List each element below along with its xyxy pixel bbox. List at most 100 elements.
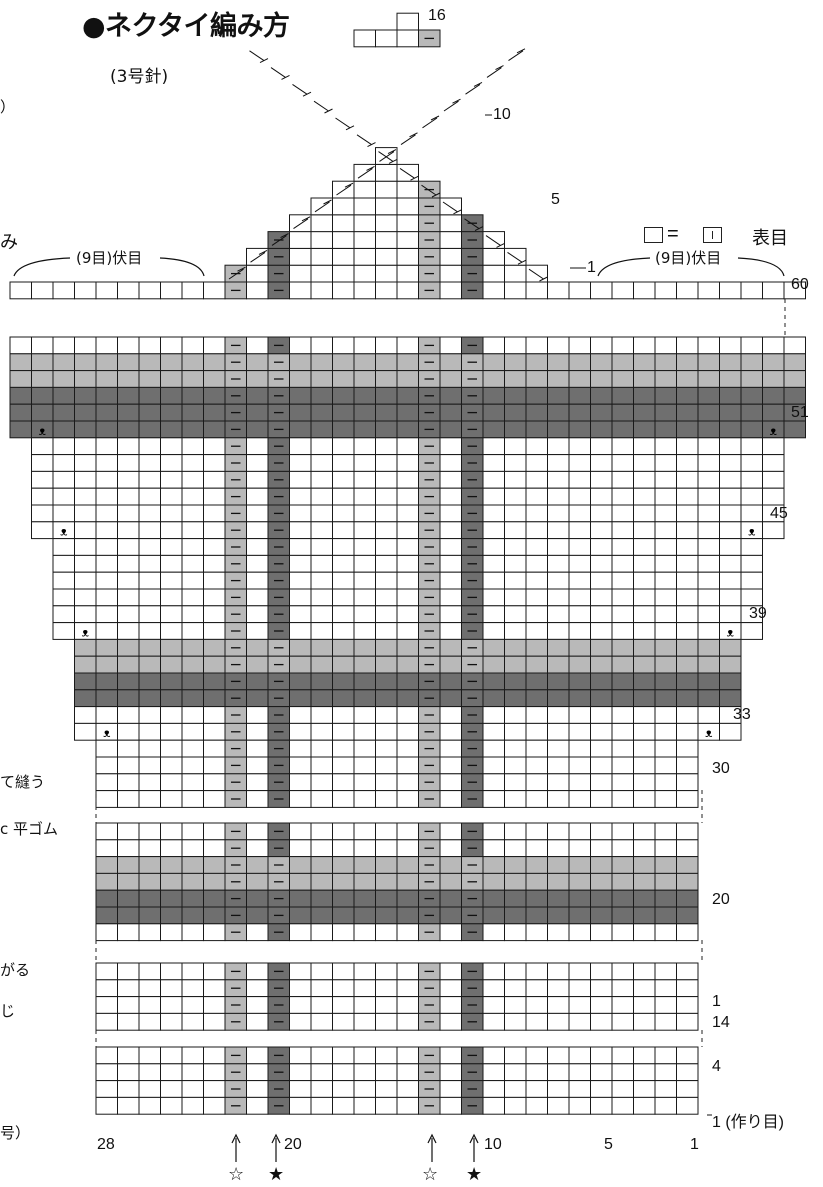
stitch-cell: [633, 1096, 656, 1115]
stitch-cell: [289, 856, 312, 874]
stitch-cell: [568, 706, 591, 724]
stitch-cell: [375, 231, 398, 249]
stitch-cell: [117, 1096, 140, 1115]
stitch-cell: [654, 689, 677, 708]
stitch-cell: [719, 588, 742, 607]
stitch-cell: [504, 264, 527, 283]
row-number-33: 33: [733, 706, 751, 723]
stitch-cell: [138, 454, 161, 472]
stitch-cell: [310, 889, 333, 908]
stitch-cell: [95, 403, 118, 422]
stitch-cell: [138, 470, 161, 489]
decrease-mark: [379, 149, 397, 162]
stitch-cell: [676, 504, 699, 523]
stitch-cell: [439, 739, 462, 758]
stitch-cell: [138, 839, 161, 858]
stitch-cell: [160, 672, 183, 691]
stitch-cell: [633, 1080, 656, 1098]
stitch-cell: [246, 739, 269, 758]
stitch-cell: [633, 487, 656, 506]
page-title: ●ネクタイ編み方: [82, 11, 290, 42]
stitch-cell: [138, 962, 161, 981]
stitch-cell: [289, 739, 312, 758]
stitch-cell: [160, 336, 183, 355]
stitch-cell: [31, 470, 54, 489]
stitch-cell: [719, 722, 742, 741]
stitch-cell: [74, 470, 97, 489]
stitch-cell: [181, 370, 204, 388]
stitch-cell: [95, 1012, 118, 1031]
stitch-cell: [719, 554, 742, 573]
stitch-cell: [332, 856, 355, 874]
stitch-cell: [396, 689, 419, 708]
stitch-cell: [439, 487, 462, 506]
stitch-cell: [568, 1080, 591, 1098]
stitch-cell: [138, 790, 161, 808]
stitch-cell: [396, 437, 419, 456]
stitch-cell: [138, 706, 161, 724]
stitch-cell: [547, 839, 570, 858]
stitch-cell: [310, 437, 333, 456]
stitch-cell: [482, 889, 505, 908]
stitch-cell: [633, 923, 656, 942]
stitch-cell: [332, 722, 355, 741]
stitch-cell: [396, 336, 419, 355]
stitch-cell: [95, 706, 118, 724]
stitch-cell: [160, 790, 183, 808]
stitch-cell: [396, 622, 419, 640]
stitch-cell: [697, 622, 720, 640]
stitch-cell: [568, 996, 591, 1014]
stitch-cell: [525, 672, 548, 691]
stitch-cell: [439, 889, 462, 908]
stitch-cell: [654, 638, 677, 657]
stitch-cell: [138, 722, 161, 741]
stitch-cell: [396, 470, 419, 489]
stitch-cell: [525, 353, 548, 372]
stitch-cell: [203, 906, 226, 925]
stitch-cell: [396, 756, 419, 775]
stitch-cell: [203, 979, 226, 998]
stitch-cell: [375, 1096, 398, 1115]
stitch-cell: [160, 996, 183, 1014]
stitch-cell: [95, 906, 118, 925]
stitch-cell: [289, 470, 312, 489]
stitch-cell: [117, 856, 140, 874]
stitch-cell: [654, 872, 677, 891]
decrease-mark: [249, 50, 269, 64]
stitch-cell: [676, 588, 699, 607]
needle-size: (3号針): [110, 67, 169, 87]
stitch-cell: [203, 790, 226, 808]
stitch-cell: [375, 722, 398, 741]
stitch-cell: [719, 386, 742, 405]
stitch-cell: [332, 554, 355, 573]
stitch-cell: [289, 790, 312, 808]
stitch-cell: [396, 872, 419, 891]
stitch-cell: [611, 872, 634, 891]
stitch-cell: [95, 655, 118, 674]
stitch-cell: [568, 521, 591, 540]
stitch-cell: [396, 1046, 419, 1065]
stitch-cell: [676, 996, 699, 1014]
decrease-mark: [313, 100, 333, 114]
stitch-cell: [181, 571, 204, 590]
stitch-cell: [74, 689, 97, 708]
stitch-cell: [568, 839, 591, 858]
stitch-cell: [203, 856, 226, 874]
stitch-cell: [310, 706, 333, 724]
stitch-cell: [547, 386, 570, 405]
stitch-cell: [590, 756, 613, 775]
stitch-cell: [203, 521, 226, 540]
stitch-cell: [160, 706, 183, 724]
stitch-cell: [375, 554, 398, 573]
stitch-cell: [654, 979, 677, 998]
stitch-cell: [633, 962, 656, 981]
stitch-cell: [547, 889, 570, 908]
stitch-cell: [482, 420, 505, 439]
stitch-cell: [654, 437, 677, 456]
stitch-cell: [289, 264, 312, 283]
stitch-cell: [117, 722, 140, 741]
stitch-cell: [676, 470, 699, 489]
column-arrow-head: [427, 1133, 437, 1144]
stitch-cell: [547, 538, 570, 556]
stitch-cell: [332, 386, 355, 405]
